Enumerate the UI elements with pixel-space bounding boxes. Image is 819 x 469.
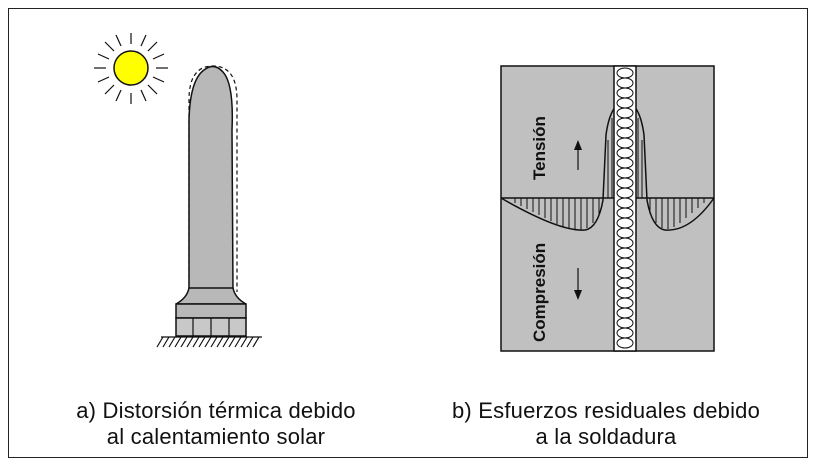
ground-hatch-icon	[156, 336, 262, 348]
label-tension: Tensión	[530, 116, 549, 180]
weld-bead-icon	[613, 65, 637, 352]
arrow-down-icon	[574, 268, 582, 300]
label-compression: Compresión	[530, 243, 549, 342]
caption-b-line2: a la soldadura	[535, 424, 677, 449]
sun-icon	[94, 33, 168, 104]
caption-a-line2: al calentamiento solar	[106, 424, 326, 449]
column-icon	[175, 65, 247, 337]
caption-a: a) Distorsión térmica debido al calentam…	[30, 398, 402, 450]
weld-plate	[500, 65, 715, 352]
arrow-up-icon	[574, 140, 582, 170]
caption-b: b) Esfuerzos residuales debido a la sold…	[420, 398, 792, 450]
caption-b-line1: b) Esfuerzos residuales debido	[451, 398, 761, 423]
caption-a-line1: a) Distorsión térmica debido	[76, 398, 356, 423]
